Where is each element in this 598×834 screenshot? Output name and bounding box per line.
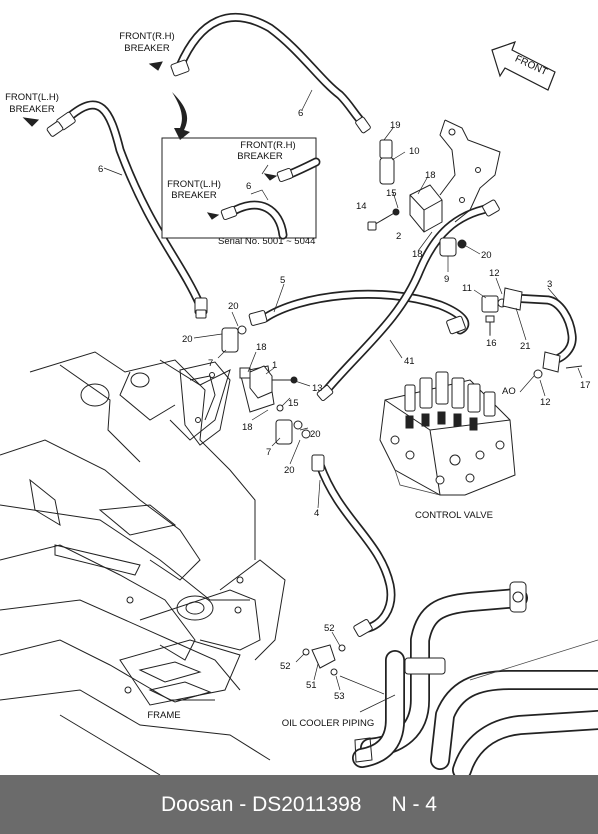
breaker-arrows xyxy=(22,61,163,127)
control-valve-label: CONTROL VALVE xyxy=(415,510,493,521)
callout-7-lower: 7 xyxy=(266,447,271,458)
footer-part-number: DS2011398 xyxy=(252,792,362,816)
callout-4: 4 xyxy=(314,508,319,519)
oil-cooler-piping xyxy=(352,581,598,780)
callout-2: 2 xyxy=(396,231,401,242)
callout-41: 41 xyxy=(404,356,415,367)
serial-inset xyxy=(161,137,321,240)
callout-18-low: 18 xyxy=(242,422,253,433)
callout-20-a: 20 xyxy=(182,334,193,345)
callout-20-top: 20 xyxy=(481,250,492,261)
callout-13: 13 xyxy=(312,383,323,394)
inset-rh-label-1: FRONT(R.H) xyxy=(240,140,295,151)
frame-structure xyxy=(0,351,286,776)
serial-label: Serial No. 5001 ~ 5044 xyxy=(218,236,315,247)
rh-breaker-label-1: FRONT(R.H) xyxy=(119,31,174,42)
frame-label: FRAME xyxy=(147,710,180,721)
callout-19: 19 xyxy=(390,120,401,131)
callout-12-mid: 12 xyxy=(540,397,551,408)
callout-6-inset: 6 xyxy=(246,181,251,192)
hoses xyxy=(63,12,577,633)
callout-20-b: 20 xyxy=(310,429,321,440)
callout-6-top: 6 xyxy=(298,108,303,119)
callout-12-top: 12 xyxy=(489,268,500,279)
callout-20-c: 20 xyxy=(284,465,295,476)
callout-53: 53 xyxy=(334,691,345,702)
callout-20-left: 20 xyxy=(228,301,239,312)
callout-18-top: 18 xyxy=(425,170,436,181)
footer-separator: - xyxy=(233,792,253,816)
callout-10: 10 xyxy=(409,146,420,157)
text-labels: FRONT(R.H) BREAKER FRONT(L.H) BREAKER FR… xyxy=(5,31,516,729)
lh-breaker-label-2: BREAKER xyxy=(9,104,55,115)
callout-15-top: 15 xyxy=(386,188,397,199)
inset-pointer-arrow xyxy=(172,92,190,140)
callout-14: 14 xyxy=(356,201,367,212)
callout-21: 21 xyxy=(520,341,531,352)
leader-lines xyxy=(103,89,583,713)
callout-15-mid: 15 xyxy=(288,398,299,409)
rh-breaker-label-2: BREAKER xyxy=(124,43,170,54)
callout-1: 1 xyxy=(272,360,277,371)
inset-rh-label-2: BREAKER xyxy=(237,151,283,162)
callout-11: 11 xyxy=(462,283,472,294)
diagram-svg: FRONT xyxy=(0,12,598,780)
callout-16: 16 xyxy=(486,338,497,349)
callout-6-left: 6 xyxy=(98,164,103,175)
footer-brand: Doosan xyxy=(161,792,234,816)
callout-7-upper: 7 xyxy=(208,358,213,369)
callout-52-left: 52 xyxy=(280,661,291,672)
callout-9: 9 xyxy=(444,274,449,285)
inset-frame xyxy=(161,137,317,239)
callout-51: 51 xyxy=(306,680,317,691)
callout-18-mid: 18 xyxy=(412,249,423,260)
oil-cooler-label: OIL COOLER PIPING xyxy=(282,718,375,729)
port-ao-label: AO xyxy=(502,386,516,397)
footer-page: N - 4 xyxy=(391,792,437,816)
inset-lh-label-1: FRONT(L.H) xyxy=(167,179,221,190)
hose-fittings xyxy=(46,59,500,637)
callout-18-left: 18 xyxy=(256,342,267,353)
inset-lh-label-2: BREAKER xyxy=(171,190,217,201)
callout-5: 5 xyxy=(280,275,285,286)
footer-bar: Doosan - DS2011398 N - 4 xyxy=(0,775,598,834)
hydraulic-piping-diagram: FRONT xyxy=(0,12,598,780)
front-direction-arrow: FRONT xyxy=(491,41,556,91)
callout-52-top: 52 xyxy=(324,623,335,634)
callout-17: 17 xyxy=(580,380,591,391)
control-valve xyxy=(379,371,516,496)
callout-3: 3 xyxy=(547,279,552,290)
callout-numbers: 6 6 6 19 10 15 18 14 2 18 20 9 12 11 3 2… xyxy=(98,108,591,702)
lh-breaker-label-1: FRONT(L.H) xyxy=(5,92,59,103)
